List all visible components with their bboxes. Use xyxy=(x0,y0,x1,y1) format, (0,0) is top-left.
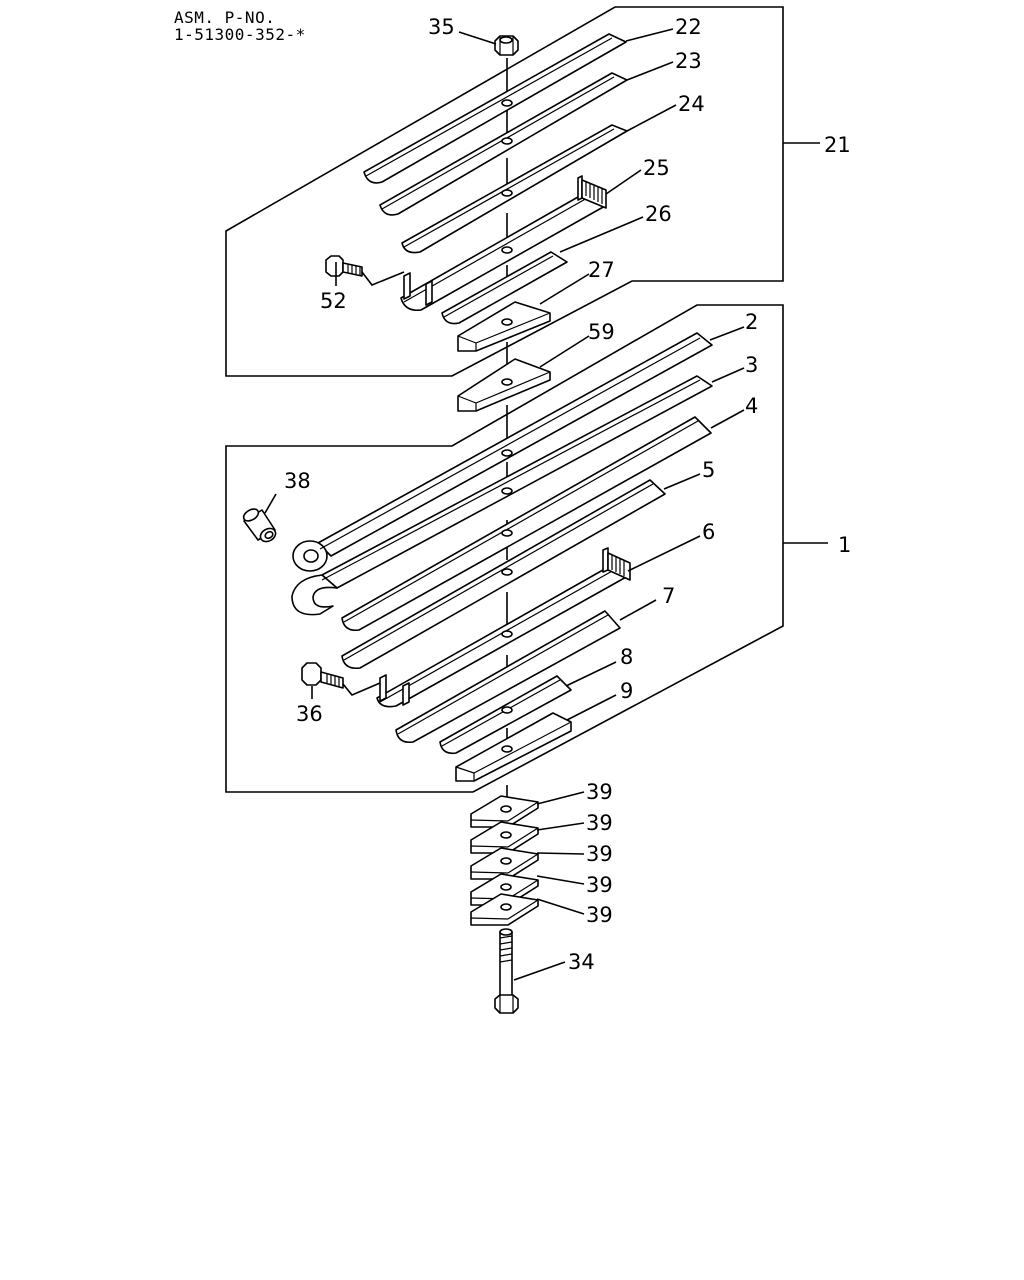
leaf-7 xyxy=(395,610,621,744)
callout-9: 9 xyxy=(620,679,633,703)
callout-23: 23 xyxy=(675,49,702,73)
callout-8: 8 xyxy=(620,645,633,669)
callout-59: 59 xyxy=(588,320,615,344)
group-1-bracket xyxy=(225,304,784,793)
callout-3: 3 xyxy=(745,353,758,377)
callout-21: 21 xyxy=(824,133,851,157)
plate-27 xyxy=(457,301,551,352)
callout-38: 38 xyxy=(284,469,311,493)
center-bolt-34 xyxy=(494,928,519,1014)
bushing-38 xyxy=(242,508,277,543)
callout-27: 27 xyxy=(588,258,615,282)
callout-39-3: 39 xyxy=(586,842,613,866)
callout-26: 26 xyxy=(645,202,672,226)
leaf-26-short xyxy=(441,251,568,325)
callout-7: 7 xyxy=(662,584,675,608)
callout-39-5: 39 xyxy=(586,903,613,927)
leaf-4 xyxy=(341,416,712,632)
callout-39-2: 39 xyxy=(586,811,613,835)
callout-39-1: 39 xyxy=(586,780,613,804)
bolt-36 xyxy=(301,662,381,696)
leaf-9 xyxy=(455,712,572,782)
leaf-8 xyxy=(439,675,572,755)
shim-39-5 xyxy=(470,893,539,926)
plate-59 xyxy=(457,358,551,412)
callout-4: 4 xyxy=(745,394,758,418)
clip-leaf-25-26 xyxy=(400,175,607,312)
callout-25: 25 xyxy=(643,156,670,180)
callout-24: 24 xyxy=(678,92,705,116)
assembly-label: ASM. P-NO. xyxy=(174,8,276,27)
shim-39-2 xyxy=(470,821,539,854)
leaf-2-main xyxy=(292,332,713,572)
callout-6: 6 xyxy=(702,520,715,544)
assembly-part-number: 1-51300-352-* xyxy=(174,25,306,44)
callout-22: 22 xyxy=(675,15,702,39)
leaf-24 xyxy=(401,124,628,254)
shim-39-3 xyxy=(470,847,539,880)
shim-39-1 xyxy=(470,795,539,828)
callout-35: 35 xyxy=(428,15,455,39)
callout-36: 36 xyxy=(296,702,323,726)
group-21-bracket xyxy=(225,6,784,377)
bolt-52 xyxy=(325,255,405,286)
clip-leaf-6 xyxy=(376,547,631,708)
leader-lines xyxy=(264,28,745,981)
callout-5: 5 xyxy=(702,458,715,482)
leaf-22 xyxy=(363,33,627,184)
leaf-3 xyxy=(291,375,713,616)
callout-1: 1 xyxy=(838,533,851,557)
nut-35 xyxy=(494,35,519,56)
callout-34: 34 xyxy=(568,950,595,974)
leaf-23 xyxy=(379,72,628,216)
callout-52: 52 xyxy=(320,289,347,313)
callout-2: 2 xyxy=(745,310,758,334)
leaf-5 xyxy=(341,479,666,670)
callout-39-4: 39 xyxy=(586,873,613,897)
